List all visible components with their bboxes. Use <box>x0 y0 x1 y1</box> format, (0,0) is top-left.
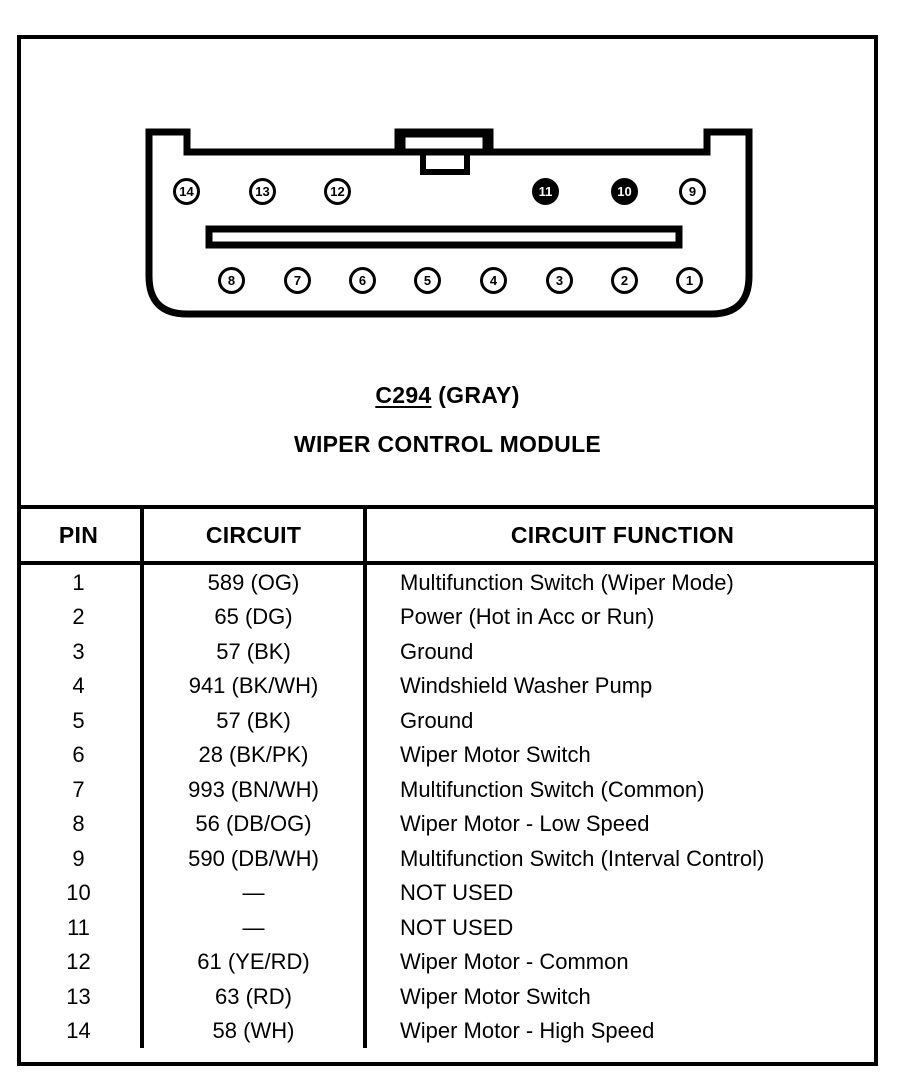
cell-circuit: 589 (OG) <box>142 563 367 600</box>
connector-name: WIPER CONTROL MODULE <box>293 431 602 457</box>
cell-circuit-function: NOT USED <box>400 914 514 940</box>
cell-circuit: — <box>142 910 367 945</box>
cell-pin: 5 <box>17 703 144 738</box>
cell-pin: 1 <box>17 563 144 600</box>
connector-color: (GRAY) <box>438 382 520 408</box>
cell-pin: 10 <box>17 875 144 910</box>
cell-circuit-function: Wiper Motor Switch <box>400 983 591 1009</box>
cell-pin: 11 <box>17 910 144 945</box>
cell-circuit: 57 (BK) <box>142 634 367 669</box>
connector-caption: C294 (GRAY) WIPER CONTROL MODULE <box>17 382 878 458</box>
pin-marker-8[interactable]: 8 <box>218 267 245 294</box>
cell-circuit: 61 (YE/RD) <box>142 944 367 979</box>
pin-marker-3[interactable]: 3 <box>546 267 573 294</box>
cell-circuit: 941 (BK/WH) <box>142 668 367 703</box>
cell-circuit-function: Wiper Motor - High Speed <box>400 1018 655 1044</box>
pin-marker-12[interactable]: 12 <box>324 178 351 205</box>
connector-code-line: C294 (GRAY) <box>17 382 878 409</box>
cell-pin: 3 <box>17 634 144 669</box>
cell-circuit: 65 (DG) <box>142 599 367 634</box>
pin-marker-11[interactable]: 11 <box>532 178 559 205</box>
column-header-pin: PIN <box>17 509 144 565</box>
cell-circuit: 57 (BK) <box>142 703 367 738</box>
cell-circuit-function: Ground <box>400 707 474 733</box>
cell-circuit-function: NOT USED <box>400 880 514 906</box>
cell-circuit: 28 (BK/PK) <box>142 737 367 772</box>
cell-pin: 6 <box>17 737 144 772</box>
pin-marker-13[interactable]: 13 <box>249 178 276 205</box>
cell-circuit-function: Power (Hot in Acc or Run) <box>400 604 655 630</box>
table-header: PIN CIRCUIT CIRCUIT FUNCTION <box>17 509 878 565</box>
table-row: 10— NOT USED <box>17 875 878 910</box>
cell-circuit: 58 (WH) <box>142 1013 367 1048</box>
column-header-circuit-function: CIRCUIT FUNCTION <box>365 509 878 565</box>
cell-circuit-function: Wiper Motor - Low Speed <box>400 811 650 837</box>
cell-pin: 14 <box>17 1013 144 1048</box>
pin-marker-14[interactable]: 14 <box>173 178 200 205</box>
cell-circuit-function: Windshield Washer Pump <box>400 673 653 699</box>
cell-circuit-function: Multifunction Switch (Common) <box>400 776 705 802</box>
cell-circuit-function: Multifunction Switch (Wiper Mode) <box>400 569 734 595</box>
cell-pin: 9 <box>17 841 144 876</box>
cell-pin: 4 <box>17 668 144 703</box>
cell-pin: 2 <box>17 599 144 634</box>
pin-marker-7[interactable]: 7 <box>284 267 311 294</box>
cell-circuit-function: Multifunction Switch (Interval Control) <box>400 845 765 871</box>
cell-circuit: 63 (RD) <box>142 979 367 1014</box>
pin-marker-2[interactable]: 2 <box>611 267 638 294</box>
connector-diagram: 14 13 12 11 10 9 8 7 6 5 4 3 2 1 <box>145 128 757 320</box>
table-row: 11— NOT USED <box>17 910 878 945</box>
cell-pin: 8 <box>17 806 144 841</box>
table-header-row: PIN CIRCUIT CIRCUIT FUNCTION <box>17 509 878 565</box>
cell-pin: 7 <box>17 772 144 807</box>
cell-circuit-function: Wiper Motor Switch <box>400 742 591 768</box>
pin-marker-10[interactable]: 10 <box>611 178 638 205</box>
pin-marker-6[interactable]: 6 <box>349 267 376 294</box>
connector-code: C294 <box>375 382 432 408</box>
cell-pin: 12 <box>17 944 144 979</box>
pin-marker-9[interactable]: 9 <box>679 178 706 205</box>
cell-circuit: — <box>142 875 367 910</box>
cell-circuit-function: Ground <box>400 638 474 664</box>
cell-pin: 13 <box>17 979 144 1014</box>
cell-circuit-function: Wiper Motor - Common <box>400 949 629 975</box>
cell-circuit: 590 (DB/WH) <box>142 841 367 876</box>
cell-circuit: 56 (DB/OG) <box>142 806 367 841</box>
column-header-circuit: CIRCUIT <box>142 509 367 565</box>
connector-outline-icon <box>145 128 753 318</box>
pin-marker-1[interactable]: 1 <box>676 267 703 294</box>
pin-marker-4[interactable]: 4 <box>480 267 507 294</box>
cell-circuit: 993 (BN/WH) <box>142 772 367 807</box>
pin-marker-5[interactable]: 5 <box>414 267 441 294</box>
